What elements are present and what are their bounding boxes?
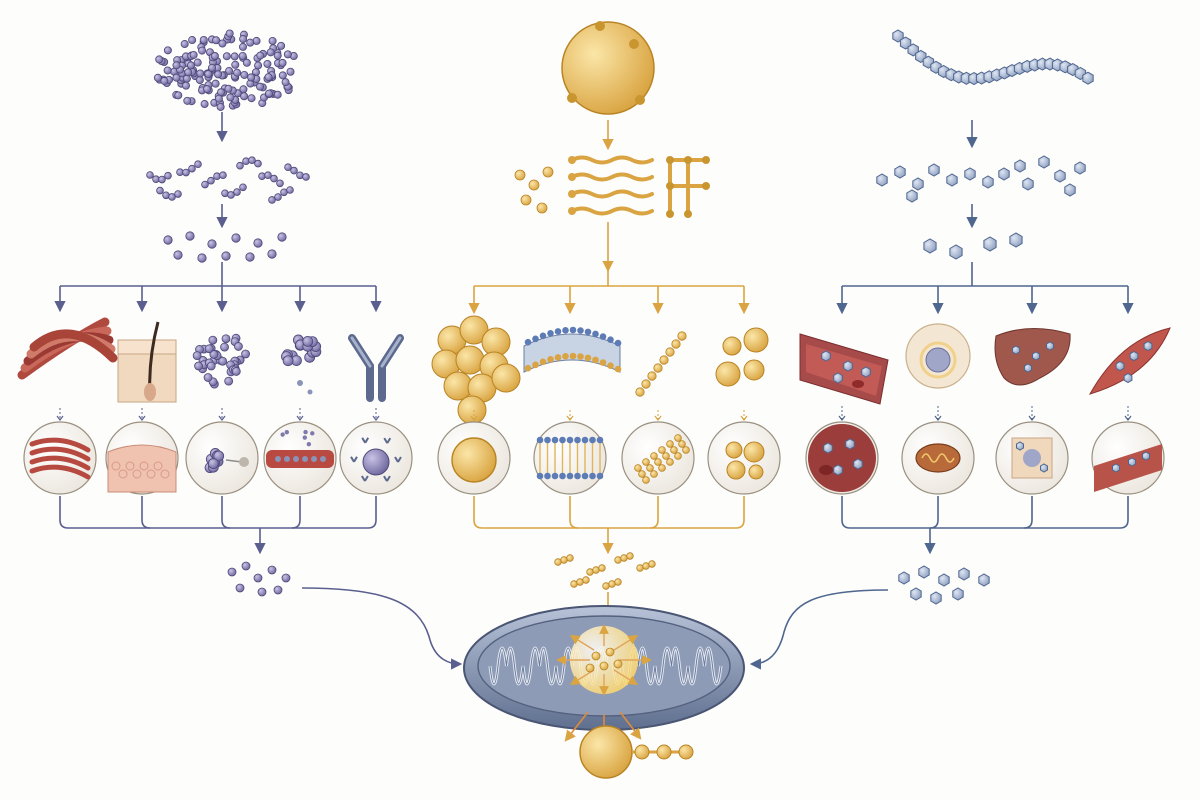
lipid-column <box>431 21 781 621</box>
muscle-cells-detail-icon <box>23 421 97 495</box>
oligosaccharides-icon <box>876 155 1086 203</box>
atp-molecule-icon <box>579 725 694 779</box>
chain-detail-icon <box>621 421 695 495</box>
skin-tissue-detail-icon <box>105 421 179 495</box>
carbohydrate-column <box>749 29 1171 670</box>
peptide-fragments-icon <box>146 156 310 204</box>
skin-hair-icon <box>117 321 177 403</box>
liver-icon <box>994 327 1071 386</box>
liver-cell-detail-icon <box>995 421 1069 495</box>
blood-vessel-detail-icon <box>263 421 337 495</box>
muscle-fibers-icon <box>17 317 118 380</box>
glucose-pool-icon <box>898 565 990 605</box>
amino-acid-pool-icon <box>227 561 291 597</box>
immune-cell-detail-icon <box>339 421 413 495</box>
muscle-glycogen-detail-icon <box>1091 421 1165 495</box>
hemoglobin-icon <box>281 334 322 395</box>
droplets-detail-icon <box>707 421 781 495</box>
amino-acids-icon <box>163 231 287 263</box>
energy-burst-icon <box>556 624 652 696</box>
cell-membrane-icon <box>523 326 622 373</box>
mitochondrion-detail-icon <box>901 421 975 495</box>
glycerol-fatty-acids-icon <box>514 155 710 218</box>
lipid-droplets-icon <box>715 327 769 387</box>
polysaccharide-chain-icon <box>892 29 1094 86</box>
blood-cells-detail-icon <box>805 421 879 495</box>
adipose-cluster-icon <box>431 315 521 425</box>
lipid-chain-icon <box>635 331 687 397</box>
antibody-icon <box>348 334 404 402</box>
brain-cell-icon <box>905 323 971 389</box>
glucose-units-icon <box>923 232 1023 260</box>
muscle-glycogen-icon <box>1088 327 1171 395</box>
enzyme-binding-detail-icon <box>185 421 259 495</box>
protein-column <box>17 29 463 670</box>
membrane-detail-icon <box>533 421 607 495</box>
fatty-acid-fragments-icon <box>554 552 656 590</box>
enzyme-icon <box>192 333 250 389</box>
fat-cell-detail-icon <box>437 421 511 495</box>
protein-coil-icon <box>153 29 298 111</box>
blood-vessel-icon <box>799 333 889 405</box>
fat-droplet-icon <box>561 21 655 115</box>
